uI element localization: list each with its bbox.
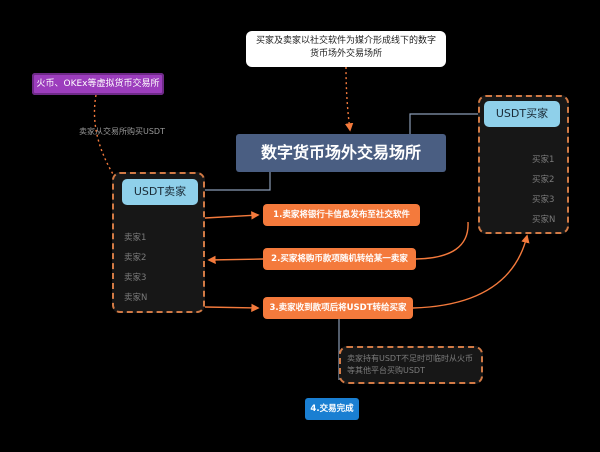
lower-note: 卖家持有USDT不足时可临时从火币等其他平台买购USDT <box>339 346 483 384</box>
platform-box: 火币、OKEx等虚拟货币交易所 <box>32 73 164 95</box>
note-to-title-arrow <box>344 66 354 132</box>
title-to-buyer-line <box>409 113 484 134</box>
buyer-to-step2-line <box>415 221 469 260</box>
step-1: 1.卖家将银行卡信息发布至社交软件 <box>263 204 420 226</box>
buyer-item-n: 买家N <box>532 215 556 225</box>
buy-note: 卖家从交易所购买USDT <box>79 127 165 136</box>
note-top: 买家及卖家以社交软件为媒介形成线下的数字货币场外交易场所 <box>246 31 446 67</box>
buyer-item-2: 买家2 <box>532 175 555 185</box>
step-3: 3.卖家收到款项后将USDT转给买家 <box>263 297 413 319</box>
buyer-item-3: 买家3 <box>532 195 555 205</box>
buyer-item-1: 买家1 <box>532 155 555 165</box>
platform-to-seller-arrow <box>93 94 123 190</box>
main-title: 数字货币场外交易场所 <box>236 134 446 172</box>
seller-item-2: 卖家2 <box>124 253 147 263</box>
usdt-buyer-box: USDT买家 <box>484 101 560 127</box>
seller-item-3: 卖家3 <box>124 273 147 283</box>
step-2: 2.买家将购币款项随机转给某一卖家 <box>263 248 416 270</box>
step-4-done: 4.交易完成 <box>305 398 359 420</box>
step2-to-seller-arrow <box>207 255 264 265</box>
seller-to-step1-arrow <box>204 211 260 220</box>
seller-item-n: 卖家N <box>124 293 148 303</box>
seller-item-1: 卖家1 <box>124 233 147 243</box>
seller-to-step3-arrow <box>204 303 260 313</box>
step3-to-buyer-arrow <box>412 234 530 309</box>
title-to-seller-line <box>198 172 271 191</box>
usdt-seller-box: USDT卖家 <box>122 179 198 205</box>
